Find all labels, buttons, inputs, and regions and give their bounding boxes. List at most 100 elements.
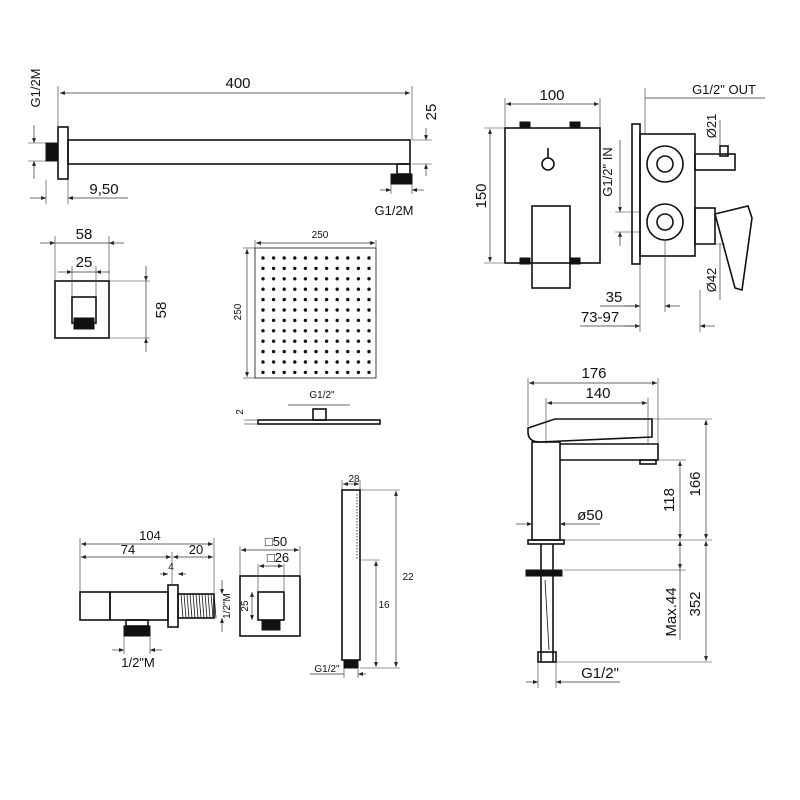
head-nozzle [282,308,286,312]
hand-shower-width-label: 28 [348,474,360,485]
head-nozzle [335,370,339,375]
head-nozzle [367,266,371,271]
mixer-width-label: 100 [539,87,564,104]
head-nozzle [346,349,350,354]
head-nozzle [271,339,276,343]
head-nozzle [261,339,265,343]
mixer-side-lever-base [694,207,716,245]
head-width-label: 250 [312,230,329,241]
head-nozzle [271,266,276,271]
thread-line [213,593,217,619]
outlet-length-label: 104 [139,528,161,543]
thread-line [210,593,214,619]
head-nozzle [293,329,297,333]
head-nozzle [261,329,265,333]
head-nozzle [282,287,286,291]
head-nozzle [271,370,276,375]
outlet-plate-nut [261,619,281,631]
flange-plate [54,280,110,339]
head-nozzle [261,370,265,375]
head-nozzle [324,360,329,364]
head-nozzle [282,349,286,354]
basin-faucet: 176 140 166 118 ø50 Max.44 352 G1/2" [516,365,712,688]
thread-line [204,593,208,619]
head-nozzle [293,277,297,281]
faucet-total-height-label: 166 [687,471,704,496]
head-nozzle [314,287,318,291]
faucet-nut [525,569,563,577]
head-nozzle [346,297,350,302]
head-nozzle [271,277,276,281]
head-nozzle [293,266,297,271]
head-nozzle [356,277,361,281]
head-nozzle [271,329,276,333]
head-nozzle [261,266,265,271]
head-nozzle [293,256,297,260]
head-nozzle [367,277,371,281]
head-nozzle [346,287,350,291]
head-nozzle [303,370,308,375]
head-nozzle [335,266,339,271]
head-nozzle [346,370,350,375]
head-nozzle [367,360,371,364]
head-nozzle [282,266,286,271]
head-nozzle [324,329,329,333]
head-nozzle [314,308,318,312]
head-nozzle [356,370,361,375]
head-nozzle [335,349,339,354]
thread-line [195,593,199,619]
mixer-depth-min-label: 35 [606,289,623,306]
shower-head: 250 250 G1/2" 2 [233,230,381,425]
head-nozzle [324,256,329,260]
thread-line [183,593,187,619]
faucet-lever [527,418,653,443]
head-nozzle [293,349,297,354]
head-nozzle [282,277,286,281]
head-nozzle [367,370,371,375]
outlet-plate-inner-label: □26 [267,550,289,565]
head-nozzle [367,318,371,323]
hand-shower: 28 22 16 G1/2" [310,474,414,678]
head-nozzle [324,277,329,281]
arm-wall-thread [45,142,59,162]
mixer-screw-bottom-right [569,257,581,265]
head-nozzle [367,349,371,354]
head-nozzle [293,297,297,302]
head-nozzle [335,329,339,333]
head-nozzle [367,329,371,333]
thread-line [198,593,202,619]
hand-shower-thread [343,659,359,669]
head-nozzle [303,339,308,343]
head-nozzle [324,266,329,271]
head-nozzle [261,349,265,354]
outlet-flange [167,584,179,628]
head-nozzle [314,349,318,354]
mixer-side-body [639,133,696,257]
head-nozzle [346,308,350,312]
head-nozzle [356,266,361,271]
head-nozzle [314,360,318,364]
head-plate [254,247,377,379]
head-nozzle [356,297,361,302]
head-nozzle [293,308,297,312]
head-nozzle [271,349,276,354]
head-nozzle [324,297,329,302]
hand-shower-length-label: 22 [402,572,414,583]
head-nozzle [282,256,286,260]
head-nozzle [324,349,329,354]
head-nozzle [303,360,308,364]
head-nozzle [282,370,286,375]
outlet-hose-connector [125,619,149,627]
mixer-height-label: 150 [473,183,490,208]
outlet-thread-lines [180,593,217,619]
head-nozzle [324,308,329,312]
head-nozzle [346,277,350,281]
head-nozzle [346,256,350,260]
mixer-outlet-core [656,155,674,173]
faucet-aerator [639,459,657,465]
mixer-depth-range-label: 73-97 [581,309,619,326]
outlet-plate-inner [257,591,285,621]
head-nozzle [367,308,371,312]
thread-line [201,593,205,619]
faucet-diameter-label: ø50 [577,507,603,524]
